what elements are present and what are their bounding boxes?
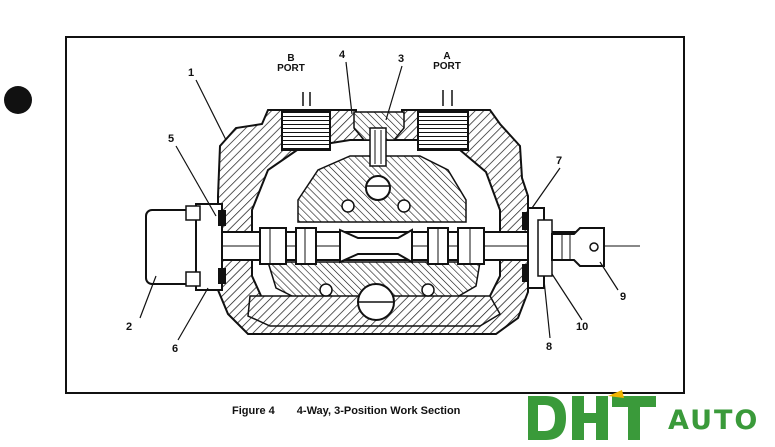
b-port-letter: B (287, 53, 295, 64)
check-plug (353, 111, 405, 167)
spool-clevis (551, 227, 605, 267)
left-end-cap (145, 203, 226, 291)
a-port-word: PORT (433, 61, 461, 72)
callout-4: 4 (339, 49, 346, 61)
callout-7: 7 (556, 155, 563, 167)
callout-9: 9 (620, 291, 627, 303)
callout-10: 10 (576, 321, 589, 333)
callout-5: 5 (168, 133, 175, 145)
watermark-logo-text: AUTO (668, 405, 760, 436)
callout-1: 1 (188, 67, 195, 79)
port-indicators (302, 90, 453, 106)
callout-6: 6 (172, 343, 179, 355)
callout-3: 3 (398, 53, 405, 65)
callout-8: 8 (546, 341, 553, 353)
right-seal-plate (522, 207, 553, 289)
b-port-threads (281, 111, 331, 151)
figure-caption: Figure 4 4-Way, 3-Position Work Section (232, 405, 460, 417)
a-port-threads (417, 111, 469, 151)
b-port-label: B PORT (266, 54, 316, 74)
a-port-label: A PORT (422, 52, 472, 72)
a-port-letter: A (443, 51, 451, 62)
figure-frame (65, 36, 685, 394)
b-port-word: PORT (277, 63, 305, 74)
figure-caption-label: Figure 4 (232, 405, 275, 417)
leader-lines (139, 61, 619, 341)
bullet-dot (4, 86, 32, 114)
watermark-logo (528, 390, 656, 440)
passage-balls (319, 199, 435, 297)
callout-2: 2 (126, 321, 133, 333)
check-ball (365, 175, 391, 201)
figure-caption-title: 4-Way, 3-Position Work Section (296, 405, 461, 417)
